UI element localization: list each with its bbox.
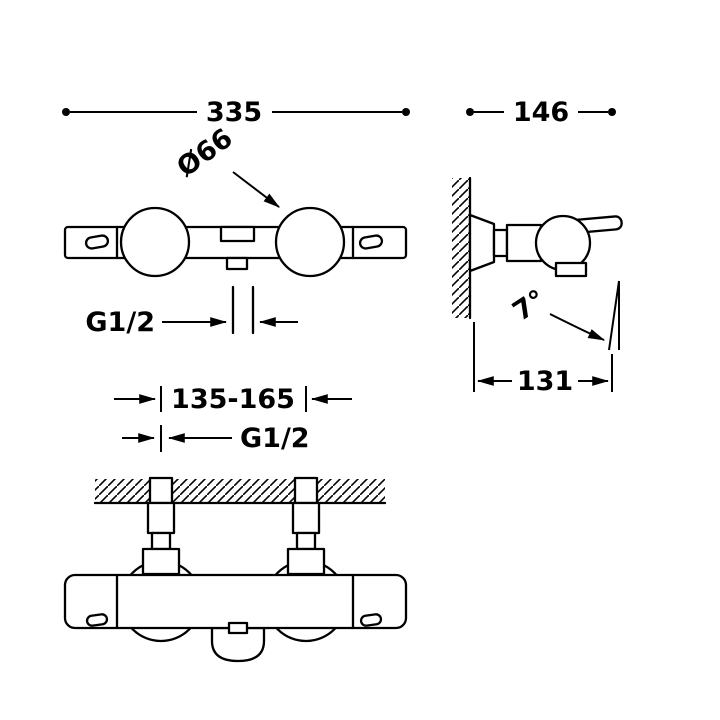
dim-146-right-dot — [608, 108, 616, 116]
dim-335: 335 — [62, 97, 410, 128]
dim-131-label: 131 — [517, 366, 573, 397]
mixer-installation-body — [63, 573, 408, 635]
left-union-neck — [150, 531, 172, 551]
right-union-nut — [286, 547, 326, 576]
mixer-front-body — [63, 206, 408, 335]
side-view-group: 146 7° 131 — [452, 97, 623, 397]
g12-inlet-label: G1/2 — [240, 423, 310, 454]
diameter-66-leader-arrow — [232, 171, 280, 208]
right-union-body — [291, 501, 321, 535]
side-under-block — [554, 261, 588, 278]
dim-335-left-dot — [62, 108, 70, 116]
left-knob-front — [119, 206, 191, 278]
wall-escutcheon — [468, 213, 496, 273]
dim-146-label: 146 — [513, 97, 569, 128]
spout-center-detail — [227, 621, 249, 635]
front-view-group: 335 Ø66 G1/2 — [62, 97, 410, 338]
mixer-side-profile — [468, 213, 623, 278]
dim-131: 131 — [473, 322, 613, 397]
dim-spacing-label: 135-165 — [171, 384, 295, 415]
installation-view-group: 135-165 G1/2 — [63, 384, 408, 663]
dim-335-label: 335 — [206, 97, 262, 128]
label-diameter-66: Ø66 — [171, 123, 280, 208]
left-inlet-union — [141, 476, 181, 576]
right-button — [358, 234, 384, 250]
center-top-detail — [219, 225, 256, 243]
center-bottom-detail — [225, 256, 249, 271]
label-angle-7: 7° — [507, 280, 620, 351]
left-union-wall-stub — [148, 476, 174, 505]
right-button-bottom — [359, 613, 383, 627]
angle-tilted-line — [608, 280, 620, 351]
installation-wall — [93, 479, 387, 505]
bath-spout — [210, 626, 266, 663]
dim-146-left-dot — [466, 108, 474, 116]
label-g12-inlet: G1/2 — [122, 423, 310, 454]
label-g12-outlet: G1/2 — [85, 307, 298, 338]
left-button-bottom — [85, 613, 109, 627]
left-button — [84, 234, 110, 250]
dim-146: 146 — [466, 97, 616, 128]
angle-arc-arrow — [549, 313, 606, 341]
side-wall — [452, 176, 472, 320]
right-knob-front — [274, 206, 346, 278]
escutcheon-neck — [492, 228, 509, 258]
angle-7-label: 7° — [507, 284, 551, 328]
side-wall-hatch — [452, 178, 470, 318]
right-union-wall-stub — [293, 476, 319, 505]
right-union-neck — [295, 531, 317, 551]
right-inlet-union — [286, 476, 326, 576]
installation-wall-hatch — [95, 479, 385, 503]
left-union-nut — [141, 547, 181, 576]
dim-335-right-dot — [402, 108, 410, 116]
left-union-body — [146, 501, 176, 535]
dim-135-165: 135-165 — [114, 384, 352, 415]
diameter-66-label: Ø66 — [171, 123, 238, 184]
g12-outlet-label: G1/2 — [85, 307, 155, 338]
